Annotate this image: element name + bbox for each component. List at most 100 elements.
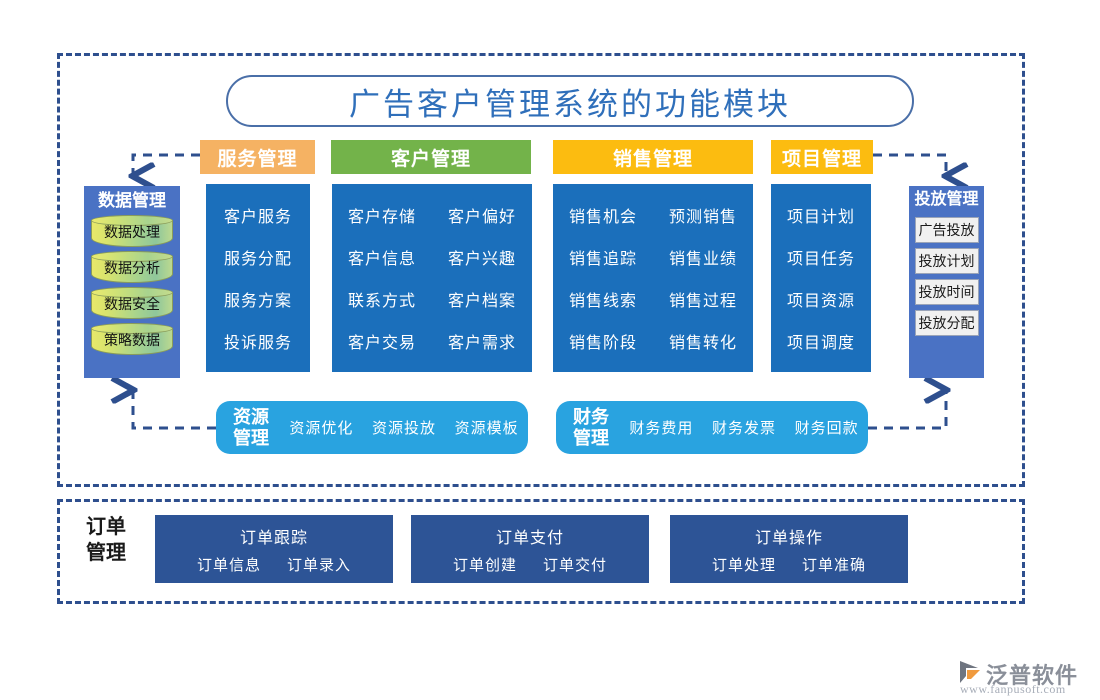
module-item[interactable]: 客户交易 bbox=[347, 335, 416, 352]
module-item[interactable]: 服务分配 bbox=[223, 251, 292, 268]
order-card-items: 订单创建 订单交付 bbox=[453, 554, 607, 575]
finance-title-line2: 管理 bbox=[573, 427, 609, 448]
finance-items: 财务费用 财务发票 财务回款 bbox=[620, 417, 868, 438]
module-item[interactable]: 项目任务 bbox=[786, 251, 855, 268]
column-row: 投诉服务 bbox=[206, 320, 310, 362]
column-header-customer[interactable]: 客户管理 bbox=[331, 140, 531, 174]
resource-item[interactable]: 资源模板 bbox=[454, 420, 519, 437]
column-header-project[interactable]: 项目管理 bbox=[771, 140, 873, 174]
logo-name: 泛普软件 bbox=[986, 663, 1079, 688]
module-item[interactable]: 项目计划 bbox=[786, 209, 855, 226]
module-item[interactable]: 项目资源 bbox=[786, 293, 855, 310]
delivery-item[interactable]: 投放分配 bbox=[914, 310, 979, 336]
module-item[interactable]: 销售业绩 bbox=[668, 251, 737, 268]
database-cylinder-icon[interactable]: 数据分析 bbox=[91, 251, 173, 285]
column-row: 销售阶段 销售转化 bbox=[553, 320, 753, 362]
column-row: 销售线索 销售过程 bbox=[553, 278, 753, 320]
logo-url: www.fanpusoft.com bbox=[960, 682, 1066, 696]
column-row: 项目计划 bbox=[771, 194, 871, 236]
module-item[interactable]: 联系方式 bbox=[347, 293, 416, 310]
cylinder-top bbox=[91, 287, 173, 298]
module-item[interactable]: 客户偏好 bbox=[447, 209, 516, 226]
resource-management-title: 资源 管理 bbox=[222, 407, 280, 449]
database-cylinder-icon[interactable]: 数据处理 bbox=[91, 215, 173, 249]
main-dashed-frame bbox=[57, 53, 1025, 487]
data-item-label: 策略数据 bbox=[104, 332, 160, 348]
module-item[interactable]: 销售过程 bbox=[668, 293, 737, 310]
delivery-item[interactable]: 投放计划 bbox=[914, 248, 979, 274]
order-card-title: 订单操作 bbox=[754, 529, 823, 547]
data-management-title: 数据管理 bbox=[98, 191, 166, 210]
order-item[interactable]: 订单信息 bbox=[196, 556, 261, 574]
column-header-sales[interactable]: 销售管理 bbox=[553, 140, 753, 174]
order-item[interactable]: 订单录入 bbox=[287, 556, 352, 574]
delivery-item[interactable]: 投放时间 bbox=[914, 279, 979, 305]
finance-management-pill: 财务 管理 财务费用 财务发票 财务回款 bbox=[556, 401, 868, 454]
order-item[interactable]: 订单创建 bbox=[452, 556, 517, 574]
database-cylinder-icon[interactable]: 数据安全 bbox=[91, 287, 173, 321]
finance-management-title: 财务 管理 bbox=[562, 407, 620, 449]
module-item[interactable]: 销售机会 bbox=[568, 209, 637, 226]
column-header-customer-label: 客户管理 bbox=[390, 148, 471, 170]
module-item[interactable]: 客户信息 bbox=[347, 251, 416, 268]
cylinder-top bbox=[91, 323, 173, 334]
delivery-management-title: 投放管理 bbox=[914, 191, 979, 208]
module-item[interactable]: 客户档案 bbox=[447, 293, 516, 310]
column-body-service: 客户服务 服务分配 服务方案 投诉服务 bbox=[206, 184, 310, 372]
column-body-project: 项目计划 项目任务 项目资源 项目调度 bbox=[771, 184, 871, 372]
finance-item[interactable]: 财务发票 bbox=[711, 420, 776, 437]
module-item[interactable]: 客户兴趣 bbox=[447, 251, 516, 268]
module-item[interactable]: 客户服务 bbox=[223, 209, 292, 226]
finance-title-line1: 财务 bbox=[573, 406, 609, 427]
fanpu-logo-icon bbox=[960, 661, 980, 683]
data-item-label: 数据分析 bbox=[104, 260, 160, 276]
module-item[interactable]: 销售追踪 bbox=[568, 251, 637, 268]
module-item[interactable]: 客户存储 bbox=[347, 209, 416, 226]
column-header-service[interactable]: 服务管理 bbox=[200, 140, 315, 174]
module-item[interactable]: 预测销售 bbox=[668, 209, 737, 226]
order-card-title: 订单支付 bbox=[495, 529, 564, 547]
module-item[interactable]: 客户需求 bbox=[447, 335, 516, 352]
column-row: 项目调度 bbox=[771, 320, 871, 362]
module-item[interactable]: 服务方案 bbox=[223, 293, 292, 310]
data-item-label: 数据处理 bbox=[104, 224, 160, 240]
column-row: 服务分配 bbox=[206, 236, 310, 278]
module-item[interactable]: 销售阶段 bbox=[568, 335, 637, 352]
module-item[interactable]: 销售转化 bbox=[668, 335, 737, 352]
finance-item[interactable]: 财务回款 bbox=[794, 420, 859, 437]
page-title: 广告客户管理系统的功能模块 bbox=[349, 86, 791, 122]
column-row: 联系方式 客户档案 bbox=[332, 278, 532, 320]
column-header-service-label: 服务管理 bbox=[217, 148, 298, 170]
diagram-title-box: 广告客户管理系统的功能模块 bbox=[226, 75, 914, 127]
order-label-line1: 订单 bbox=[86, 516, 126, 538]
module-item[interactable]: 销售线索 bbox=[568, 293, 637, 310]
column-header-sales-label: 销售管理 bbox=[612, 148, 693, 170]
column-header-project-label: 项目管理 bbox=[781, 148, 862, 170]
delivery-management-panel: 投放管理 广告投放 投放计划 投放时间 投放分配 bbox=[909, 186, 984, 378]
column-row: 项目任务 bbox=[771, 236, 871, 278]
column-row: 客户存储 客户偏好 bbox=[332, 194, 532, 236]
module-item[interactable]: 投诉服务 bbox=[223, 335, 292, 352]
resource-management-pill: 资源 管理 资源优化 资源投放 资源模板 bbox=[216, 401, 528, 454]
order-label-line2: 管理 bbox=[86, 542, 126, 564]
column-row: 项目资源 bbox=[771, 278, 871, 320]
order-item[interactable]: 订单处理 bbox=[711, 556, 776, 574]
resource-items: 资源优化 资源投放 资源模板 bbox=[280, 417, 528, 438]
database-cylinder-icon[interactable]: 策略数据 bbox=[91, 323, 173, 357]
order-item[interactable]: 订单交付 bbox=[543, 556, 608, 574]
column-row: 服务方案 bbox=[206, 278, 310, 320]
column-row: 销售机会 预测销售 bbox=[553, 194, 753, 236]
column-body-sales: 销售机会 预测销售 销售追踪 销售业绩 销售线索 销售过程 销售阶段 销售转化 bbox=[553, 184, 753, 372]
resource-item[interactable]: 资源优化 bbox=[289, 420, 354, 437]
order-item[interactable]: 订单准确 bbox=[802, 556, 867, 574]
brand-logo: 泛普软件 www.fanpusoft.com bbox=[958, 658, 1098, 698]
finance-item[interactable]: 财务费用 bbox=[629, 420, 694, 437]
resource-item[interactable]: 资源投放 bbox=[371, 420, 436, 437]
column-body-customer: 客户存储 客户偏好 客户信息 客户兴趣 联系方式 客户档案 客户交易 客户需求 bbox=[332, 184, 532, 372]
delivery-item[interactable]: 广告投放 bbox=[914, 217, 979, 243]
column-row: 客户信息 客户兴趣 bbox=[332, 236, 532, 278]
module-item[interactable]: 项目调度 bbox=[786, 335, 855, 352]
order-card-operation: 订单操作 订单处理 订单准确 bbox=[670, 515, 908, 583]
column-row: 销售追踪 销售业绩 bbox=[553, 236, 753, 278]
